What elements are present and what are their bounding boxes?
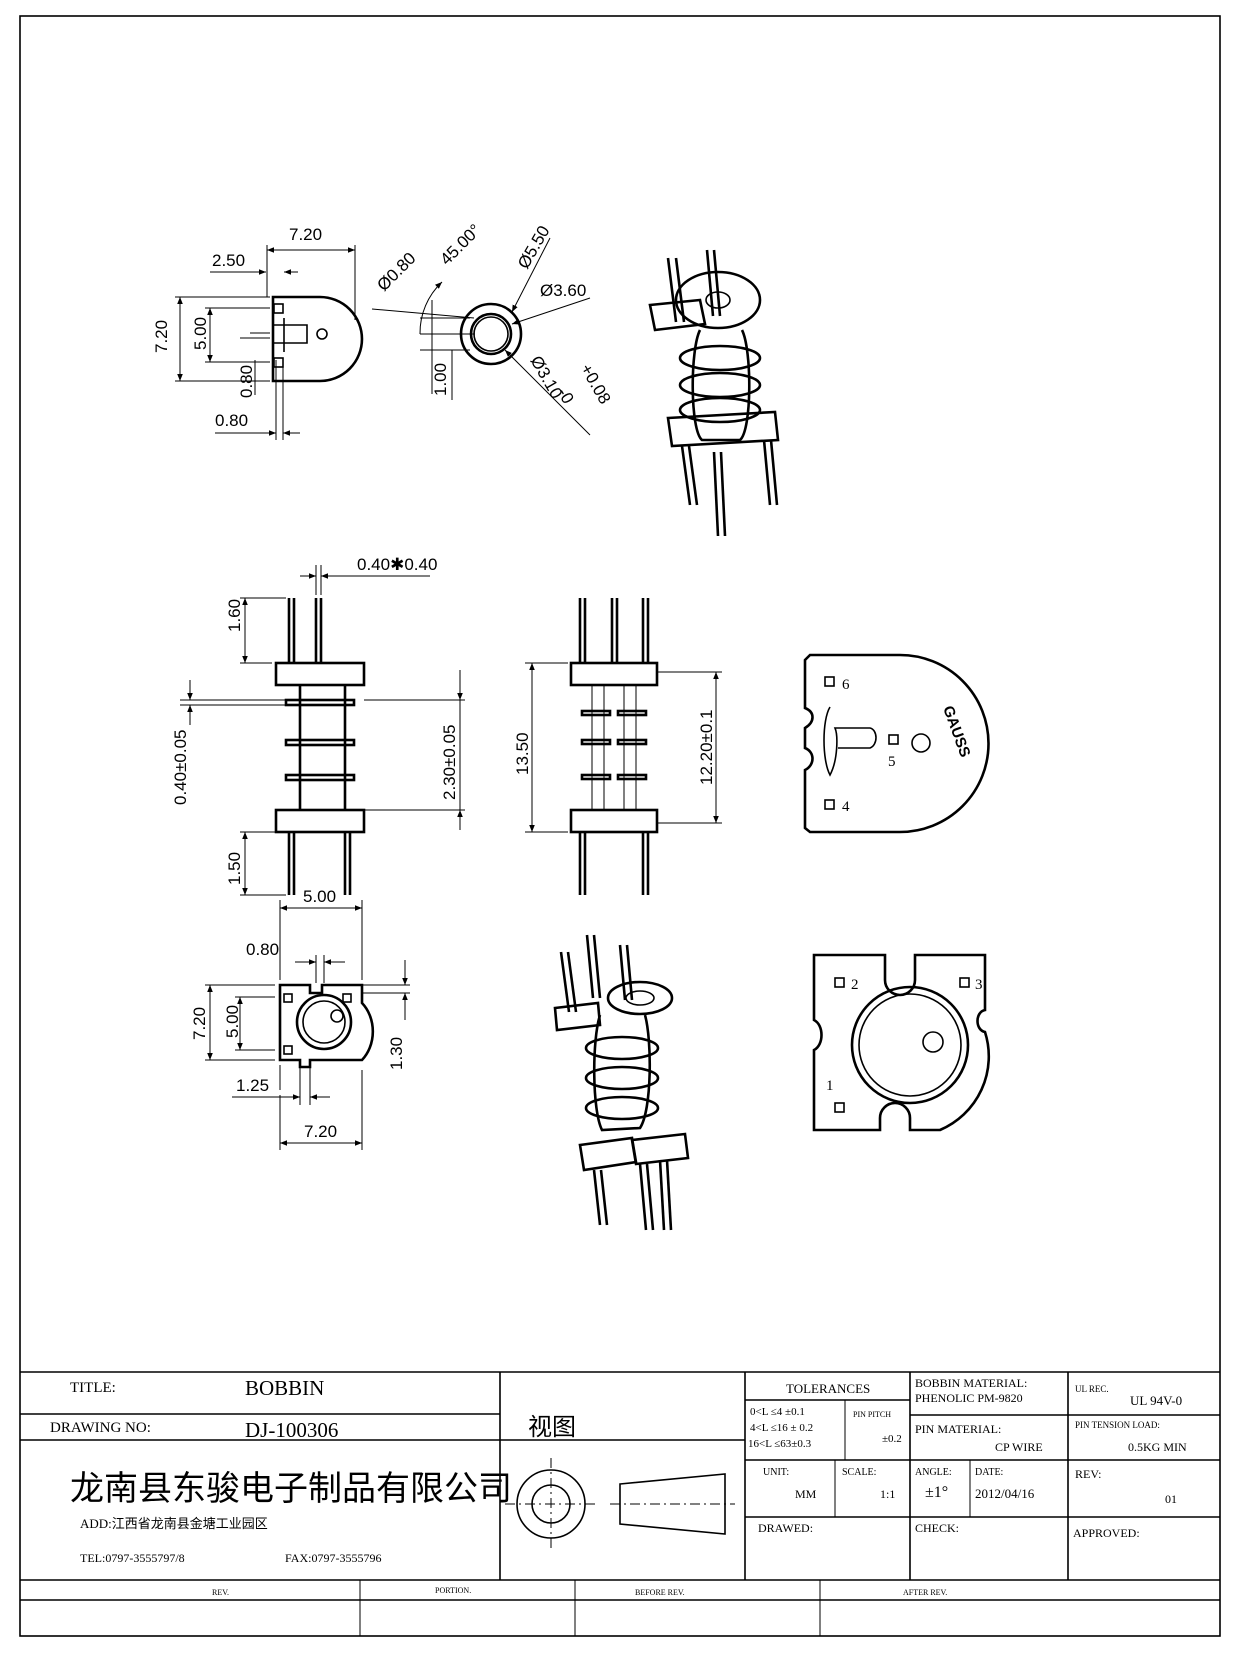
- pin-pitch-value: ±0.2: [882, 1433, 902, 1445]
- dim-bottom-720w: 7.20: [304, 1122, 337, 1141]
- pin-pitch-label: PIN PITCH: [853, 1410, 891, 1419]
- top-view: 7.20 2.50 7.20 5.00 0.80 0.80: [152, 225, 364, 440]
- date-value: 2012/04/16: [975, 1486, 1035, 1501]
- portion-column: PORTION.: [435, 1586, 471, 1595]
- unit-label: UNIT:: [763, 1467, 789, 1478]
- dim-pin-section: 0.40✱0.40: [357, 555, 437, 574]
- bobbin-material-value: PHENOLIC PM-9820: [915, 1391, 1023, 1405]
- tolerance-row-1: 0<L ≤4 ±0.1: [750, 1406, 805, 1418]
- front-view: 0.40✱0.40 1.60 0.40±0.05 1.50 2.30±0.05: [171, 555, 465, 896]
- pin-2-label: 2: [851, 977, 859, 993]
- tension-label: PIN TENSION LOAD:: [1075, 1420, 1160, 1430]
- pin-4-label: 4: [842, 799, 850, 815]
- after-rev-column: AFTER REV.: [903, 1588, 947, 1597]
- tolerance-row-3: 16<L ≤63±0.3: [748, 1438, 812, 1450]
- dim-d080: Ø0.80: [373, 249, 419, 295]
- date-label: DATE:: [975, 1467, 1003, 1478]
- drawed-label: DRAWED:: [758, 1521, 813, 1535]
- company-address: ADD:江西省龙南县金塘工业园区: [80, 1516, 268, 1531]
- dim-tol-plus: +0.08: [577, 361, 615, 408]
- dim-bottom-500: 5.00: [303, 887, 336, 906]
- dim-bottom-080: 0.80: [246, 940, 279, 959]
- dim-bottom-125: 1.25: [236, 1076, 269, 1095]
- before-rev-column: BEFORE REV.: [635, 1588, 685, 1597]
- pin-material-label: PIN MATERIAL:: [915, 1422, 1001, 1436]
- pin-6-label: 6: [842, 677, 850, 693]
- bobbin-material-label: BOBBIN MATERIAL:: [915, 1376, 1027, 1390]
- dim-pin-top: 1.60: [225, 599, 244, 632]
- tolerances-label: TOLERANCES: [786, 1381, 870, 1396]
- title-label: TITLE:: [70, 1380, 116, 1396]
- drawing-no-value: DJ-100306: [245, 1418, 338, 1442]
- bottom-view: 5.00 0.80 7.20 5.00 1.25 7.20 1.30: [190, 887, 410, 1150]
- sheet-border: [19, 15, 1221, 1637]
- dim-d360: Ø3.60: [540, 281, 586, 300]
- dim-top-pitch: 5.00: [191, 317, 210, 350]
- pin-material-value: CP WIRE: [995, 1440, 1043, 1454]
- dim-pitch: 2.30±0.05: [440, 724, 459, 800]
- dim-pin-bottom: 1.50: [225, 852, 244, 885]
- projection-symbol: [505, 1458, 735, 1550]
- dim-w100: 1.00: [431, 363, 450, 396]
- top-face-view: 6 5 4 GAUSS: [803, 653, 990, 834]
- rev-column: REV.: [212, 1588, 229, 1597]
- company-name: 龙南县东骏电子制品有限公司: [70, 1470, 512, 1508]
- dim-d550: Ø5.50: [514, 222, 554, 272]
- angle-label: ANGLE:: [915, 1467, 952, 1478]
- dim-flange: 0.40±0.05: [171, 729, 190, 805]
- title-block: TITLE: BOBBIN DRAWING NO: DJ-100306 龙南县东…: [20, 1371, 1220, 1636]
- gauss-mark: GAUSS: [939, 704, 973, 760]
- unit-value: MM: [795, 1487, 817, 1501]
- dim-top-width: 7.20: [289, 225, 322, 244]
- dim-bottom-130: 1.30: [387, 1037, 406, 1070]
- rev-value: 01: [1165, 1492, 1177, 1506]
- isometric-view-bottom: [553, 934, 690, 1231]
- scale-value: 1:1: [880, 1487, 895, 1501]
- pin-1-label: 1: [826, 1078, 834, 1094]
- ul-label: UL REC.: [1075, 1384, 1109, 1394]
- ul-value: UL 94V-0: [1130, 1393, 1182, 1408]
- pin-3-label: 3: [975, 977, 983, 993]
- company-fax: FAX:0797-3555796: [285, 1551, 381, 1565]
- pin-5-label: 5: [888, 754, 896, 770]
- hole-detail: 45.00° Ø0.80 Ø5.50 Ø3.60 Ø3.10 +0.08 -0 …: [371, 221, 615, 436]
- company-tel: TEL:0797-3555797/8: [80, 1551, 185, 1565]
- rev-label: REV:: [1075, 1467, 1101, 1481]
- dim-top-height: 7.20: [152, 320, 171, 353]
- dim-bottom-500h: 5.00: [223, 1005, 242, 1038]
- drawing-no-label: DRAWING NO:: [50, 1420, 151, 1436]
- dim-angle: 45.00°: [436, 221, 484, 269]
- bottom-face-view: 2 3 1: [812, 953, 991, 1132]
- dim-side-height: 13.50: [513, 732, 532, 775]
- dim-side-inner: 12.20±0.1: [697, 709, 716, 785]
- check-label: CHECK:: [915, 1521, 959, 1535]
- title-value: BOBBIN: [245, 1376, 324, 1400]
- angle-value: ±1°: [925, 1484, 948, 1501]
- approved-label: APPROVED:: [1073, 1526, 1140, 1540]
- dim-top-offset: 2.50: [212, 251, 245, 270]
- dim-top-pin: 0.80: [215, 411, 248, 430]
- scale-label: SCALE:: [842, 1467, 876, 1478]
- view-label: 视图: [528, 1414, 576, 1441]
- tension-value: 0.5KG MIN: [1128, 1440, 1187, 1454]
- dim-top-slot: 0.80: [237, 365, 256, 398]
- dim-bottom-720h: 7.20: [190, 1007, 209, 1040]
- side-view: 13.50 12.20±0.1: [513, 598, 722, 895]
- isometric-view-top: [648, 249, 780, 537]
- tolerance-row-2: 4<L ≤16 ± 0.2: [750, 1422, 813, 1434]
